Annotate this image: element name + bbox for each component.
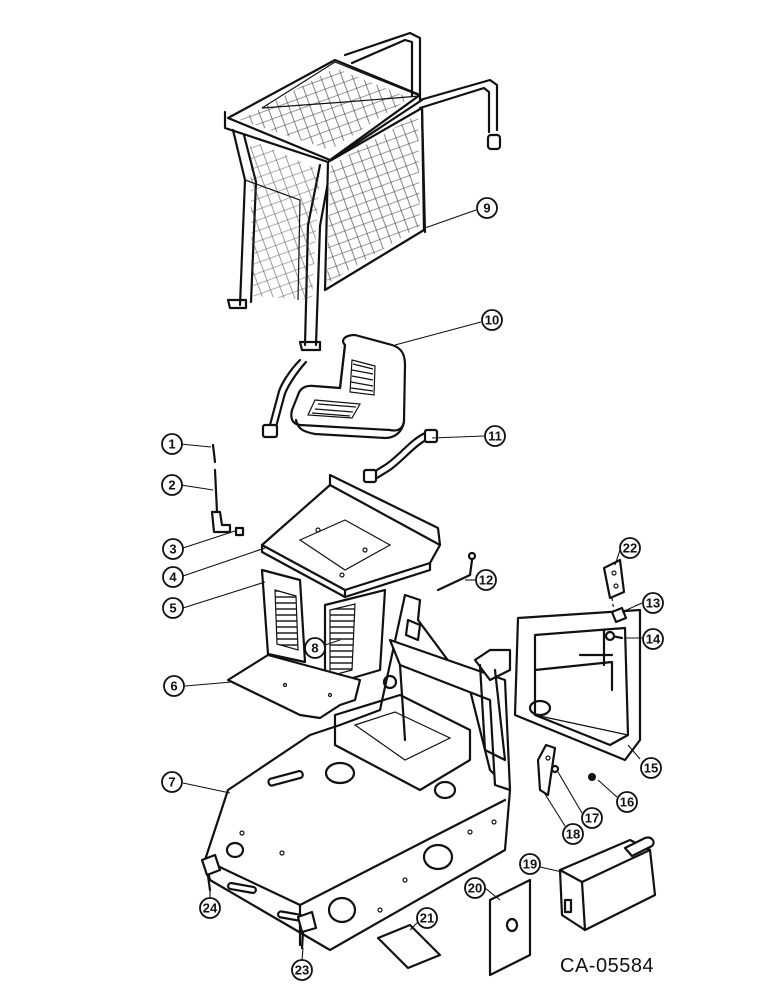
battery-box <box>513 608 642 762</box>
callout-2: 2 <box>161 474 183 496</box>
callout-label: 4 <box>169 570 177 585</box>
leader-lines <box>179 209 643 961</box>
callout-label: 23 <box>295 963 309 978</box>
callout-label: 19 <box>523 857 537 872</box>
callout-label: 2 <box>168 478 175 493</box>
callout-14: 14 <box>642 628 664 650</box>
callout-18: 18 <box>562 823 584 845</box>
callout-6: 6 <box>163 675 185 697</box>
callout-13: 13 <box>642 592 664 614</box>
lever-clip <box>234 526 245 537</box>
callout-10: 10 <box>481 309 503 331</box>
callout-22: 22 <box>619 537 641 559</box>
callout-label: 9 <box>483 201 490 216</box>
latch-left <box>200 853 222 892</box>
callout-12: 12 <box>475 569 497 591</box>
callout-label: 1 <box>168 437 175 452</box>
seat-belt-right <box>362 428 439 484</box>
callout-label: 6 <box>170 679 177 694</box>
callout-label: 10 <box>485 313 499 328</box>
bottom-plate-21 <box>376 923 442 970</box>
bolt-14 <box>604 630 624 642</box>
hinge-rod <box>436 551 477 592</box>
vent-panel-left <box>260 568 307 664</box>
callout-label: 5 <box>169 601 176 616</box>
callout-9: 9 <box>476 197 498 219</box>
callout-8: 8 <box>304 637 326 659</box>
callout-11: 11 <box>484 425 506 447</box>
callout-3: 3 <box>162 538 184 560</box>
seat-belt-left <box>261 358 308 439</box>
callout-label: 11 <box>488 429 502 444</box>
callout-4: 4 <box>162 566 184 588</box>
hinge-bracket <box>602 558 626 613</box>
callout-label: 7 <box>168 775 175 790</box>
frame-screws <box>239 819 497 913</box>
latch-right <box>296 910 318 950</box>
lever-rod <box>210 468 232 534</box>
callout-17: 17 <box>581 807 603 829</box>
callout-label: 16 <box>620 795 634 810</box>
callout-7: 7 <box>161 771 183 793</box>
main-frame-housing <box>203 593 512 952</box>
clip-18 <box>536 743 557 797</box>
callout-label: 18 <box>566 827 580 842</box>
vent-panel-right <box>323 588 387 688</box>
callout-15: 15 <box>640 757 662 779</box>
rops-cab-frame <box>223 31 502 352</box>
callout-label: 20 <box>468 881 482 896</box>
lever-knob <box>211 443 217 464</box>
callout-label: 13 <box>646 596 660 611</box>
callout-label: 12 <box>479 573 493 588</box>
callout-label: 24 <box>203 901 218 916</box>
callout-label: 8 <box>311 641 318 656</box>
floor-plate <box>226 653 362 720</box>
operator-seat <box>290 333 407 440</box>
grommet-16 <box>588 773 596 781</box>
callout-19: 19 <box>519 853 541 875</box>
drawing-code: CA-05584 <box>560 955 654 977</box>
callout-label: 22 <box>623 541 637 556</box>
callout-label: 15 <box>644 761 658 776</box>
callout-label: 3 <box>169 542 176 557</box>
cover-plate-20 <box>488 878 532 977</box>
knob-13 <box>610 606 628 624</box>
callout-21: 21 <box>416 907 438 929</box>
storage-box <box>558 836 657 932</box>
callout-label: 17 <box>585 811 599 826</box>
callout-label: 14 <box>646 632 661 647</box>
callout-5: 5 <box>162 597 184 619</box>
callout-23: 23 <box>291 959 313 981</box>
callout-1: 1 <box>161 433 183 455</box>
callout-20: 20 <box>464 877 486 899</box>
callout-label: 21 <box>420 911 434 926</box>
callout-24: 24 <box>199 897 221 919</box>
callout-16: 16 <box>616 791 638 813</box>
